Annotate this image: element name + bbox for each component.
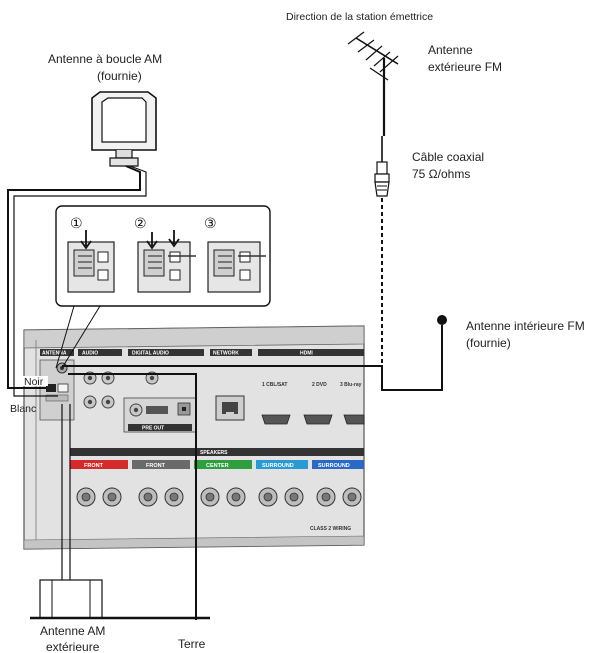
- speaker-group-label: CENTER: [206, 463, 229, 469]
- hdmi-section-label: HDMI: [300, 351, 313, 357]
- speaker-group-label: SURROUND: [262, 463, 294, 469]
- coax-connector: [374, 161, 390, 197]
- step-2-number: ②: [134, 215, 147, 231]
- digital-audio-section-label: DIGITAL AUDIO: [132, 351, 169, 357]
- pre-out-label: PRE OUT: [142, 426, 164, 432]
- speaker-terminal-pair: [200, 487, 246, 507]
- fm-indoor-label-line1: Antenne intérieure FM: [466, 319, 585, 333]
- pre-out-section: PRE OUT: [123, 397, 197, 433]
- ground-wire: [68, 373, 197, 620]
- class2-wiring-label: CLASS 2 WIRING: [310, 526, 351, 532]
- network-section-label: NETWORK: [213, 351, 239, 357]
- hdmi-bluray-label: 3 Blu-ray: [340, 382, 362, 388]
- speaker-terminal-pair: [316, 487, 362, 507]
- am-loop-label-line1: Antenne à boucle AM: [48, 52, 162, 66]
- speaker-group-label: FRONT: [146, 463, 166, 469]
- speaker-group-bar-2: CENTER: [194, 460, 252, 469]
- am-outdoor-label-line1: Antenne AM: [40, 624, 105, 638]
- fm-outdoor-antenna: [347, 31, 399, 162]
- receiver-rear-panel: [23, 325, 365, 550]
- panel-section-headers: ANTENNA AUDIO DIGITAL AUDIO NETWORK HDMI: [40, 349, 364, 357]
- terre-label: Terre: [178, 637, 206, 651]
- speakers-label: SPEAKERS: [200, 450, 228, 456]
- am-terminal-white: [57, 383, 69, 393]
- speaker-group-label: SURROUND: [318, 463, 350, 469]
- fm-outdoor-label-line2: extérieure FM: [428, 60, 502, 74]
- step-1-number: ①: [70, 215, 83, 231]
- hdmi-ports: 1 CBL/SAT 2 DVD 3 Blu-ray: [261, 382, 365, 425]
- speaker-group-bar-3: SURROUND: [256, 460, 308, 469]
- speaker-terminal-pair: [76, 487, 122, 507]
- speaker-group-label: FRONT: [84, 463, 104, 469]
- speaker-group-bar-4: SURROUND: [312, 460, 364, 469]
- antenna-section-label: ANTENNA: [42, 351, 67, 357]
- audio-jacks: [83, 371, 159, 409]
- speaker-terminals: [76, 487, 362, 507]
- speaker-group-bar-1: FRONT: [132, 460, 190, 469]
- audio-section-label: AUDIO: [82, 351, 98, 357]
- direction-label: Direction de la station émettrice: [286, 11, 433, 23]
- am-terminal-black: [46, 384, 56, 392]
- am-loop-antenna: [91, 91, 157, 167]
- speaker-terminal-pair: [258, 487, 304, 507]
- blanc-label: Blanc: [10, 403, 36, 415]
- fm-indoor-label-line2: (fournie): [466, 336, 511, 350]
- am-outdoor-label-line2: extérieure: [46, 640, 100, 653]
- antenna-terminals: [39, 359, 75, 421]
- speakers-section: SPEAKERS CLASS 2 WIRING: [70, 448, 364, 532]
- step-3-number: ③: [204, 215, 217, 231]
- coax-label-line1: Câble coaxial: [412, 150, 484, 164]
- step-2-illustration: [137, 230, 196, 293]
- am-loop-label-line2: (fournie): [97, 69, 142, 83]
- fm-indoor-antenna: [62, 315, 447, 391]
- hdmi-cbl-sat-label: 1 CBL/SAT: [262, 382, 287, 388]
- step-3-illustration: [207, 241, 266, 293]
- fm-outdoor-label-line1: Antenne: [428, 43, 473, 57]
- coax-label-line2: 75 Ω/ohms: [412, 167, 470, 181]
- connection-steps-inset: ① ② ③: [55, 205, 271, 307]
- speaker-group-bar-0: FRONT: [70, 460, 128, 469]
- noir-label: Noir: [24, 376, 44, 388]
- speaker-terminal-pair: [138, 487, 184, 507]
- step-1-illustration: [67, 230, 115, 293]
- network-port: [215, 395, 245, 421]
- hdmi-dvd-label: 2 DVD: [312, 382, 327, 388]
- am-outdoor-antenna: [30, 404, 210, 620]
